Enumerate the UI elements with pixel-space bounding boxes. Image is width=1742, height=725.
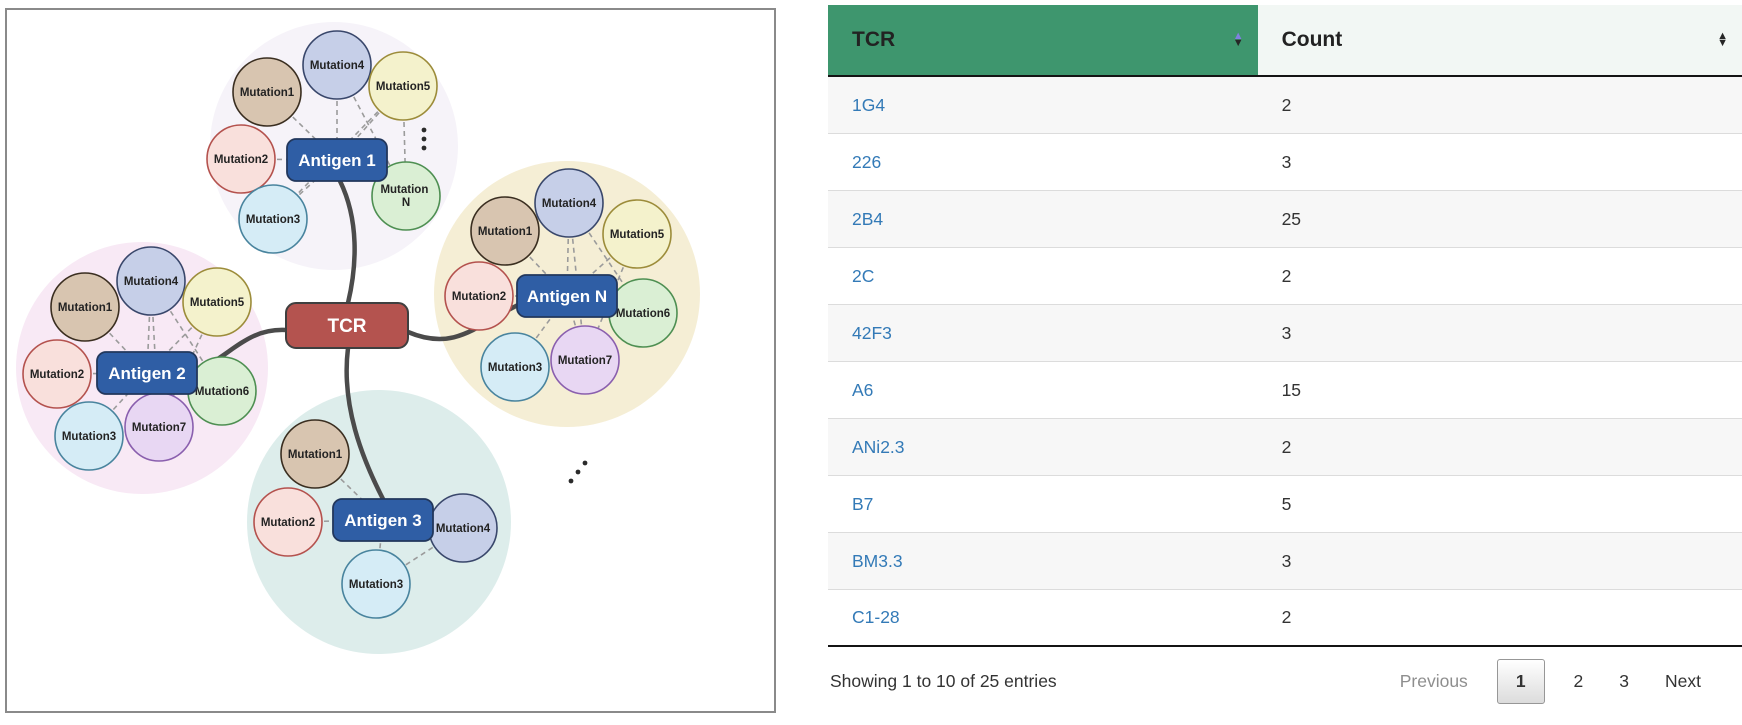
tcr-node-group: TCR (286, 303, 408, 348)
previous-page-button[interactable]: Previous (1385, 659, 1483, 704)
count-cell: 2 (1258, 266, 1742, 287)
count-cell: 25 (1258, 209, 1742, 230)
tcr-link[interactable]: A6 (852, 380, 873, 400)
count-cell: 2 (1258, 95, 1742, 116)
diagram-frame: Mutation1 Mutation4 Mutation5 Mutation2 … (5, 8, 776, 713)
table-row: 1G4 2 (828, 77, 1742, 134)
table-row: ANi2.3 2 (828, 419, 1742, 476)
page-3-button[interactable]: 3 (1604, 659, 1644, 704)
mutation-label: Mutation6 (616, 308, 670, 320)
tcr-network-diagram: Mutation1 Mutation4 Mutation5 Mutation2 … (7, 10, 774, 711)
sort-asc-icon: ▲ ▼ (1233, 33, 1244, 47)
tcr-link[interactable]: 2B4 (852, 209, 883, 229)
mutation-label: Mutation3 (488, 362, 542, 374)
antigen-label: Antigen 2 (108, 364, 185, 383)
table-row: 42F3 3 (828, 305, 1742, 362)
mutation-label: Mutation4 (436, 523, 491, 535)
table-info: Showing 1 to 10 of 25 entries (828, 671, 1057, 692)
diagonal-ellipsis-icon (569, 461, 588, 484)
vertical-ellipsis-icon (422, 128, 427, 151)
tcr-link[interactable]: B7 (852, 494, 873, 514)
page-2-button[interactable]: 2 (1559, 659, 1599, 704)
table-header: TCR ▲ ▼ Count ▲ ▼ (828, 5, 1742, 77)
table-row: 2C 2 (828, 248, 1742, 305)
tcr-count-table: TCR ▲ ▼ Count ▲ ▼ 1G4 2 226 3 2B4 25 (828, 5, 1742, 704)
column-header-tcr[interactable]: TCR ▲ ▼ (828, 5, 1258, 75)
antigen-label: Antigen 1 (298, 151, 375, 170)
column-header-tcr-label: TCR (852, 28, 895, 51)
column-header-count[interactable]: Count ▲ ▼ (1258, 5, 1742, 75)
table-row: B7 5 (828, 476, 1742, 533)
antigen-label: Antigen 3 (344, 511, 421, 530)
mutation-label: Mutation2 (214, 154, 268, 166)
count-cell: 3 (1258, 323, 1742, 344)
mutation-label: Mutation1 (58, 302, 113, 314)
table-row: A6 15 (828, 362, 1742, 419)
mutation-label: Mutation1 (478, 226, 533, 238)
count-cell: 3 (1258, 152, 1742, 173)
mutation-label: Mutation2 (30, 369, 84, 381)
table-row: BM3.3 3 (828, 533, 1742, 590)
tcr-link[interactable]: BM3.3 (852, 551, 903, 571)
pagination: Previous 1 2 3 Next (1379, 659, 1742, 704)
mutation-label: Mutation2 (452, 291, 506, 303)
mutation-label: Mutation5 (376, 81, 431, 93)
sort-both-icon: ▲ ▼ (1717, 33, 1728, 47)
count-cell: 2 (1258, 437, 1742, 458)
mutation-label: Mutation3 (62, 431, 116, 443)
tcr-link[interactable]: ANi2.3 (852, 437, 905, 457)
count-cell: 5 (1258, 494, 1742, 515)
count-cell: 2 (1258, 607, 1742, 628)
table-body: 1G4 2 226 3 2B4 25 2C 2 42F3 3 A6 15 ANi… (828, 77, 1742, 647)
tcr-link[interactable]: 42F3 (852, 323, 892, 343)
count-cell: 15 (1258, 380, 1742, 401)
mutation-label: Mutation6 (195, 386, 249, 398)
tcr-link[interactable]: 1G4 (852, 95, 885, 115)
table-row: 2B4 25 (828, 191, 1742, 248)
mutation-label: Mutation1 (240, 87, 295, 99)
tcr-label: TCR (327, 316, 366, 337)
mutation-label: Mutation3 (246, 214, 300, 226)
table-row: 226 3 (828, 134, 1742, 191)
count-cell: 3 (1258, 551, 1742, 572)
mutation-label: Mutation5 (190, 297, 245, 309)
mutation-label: Mutation4 (124, 276, 179, 288)
tcr-link[interactable]: 2C (852, 266, 874, 286)
mutation-label: Mutation7 (558, 355, 612, 367)
next-page-button[interactable]: Next (1650, 659, 1716, 704)
table-row: C1-28 2 (828, 590, 1742, 647)
table-footer: Showing 1 to 10 of 25 entries Previous 1… (828, 659, 1742, 704)
page-1-button[interactable]: 1 (1497, 659, 1545, 704)
antigen-label: Antigen N (527, 287, 607, 306)
mutation-label: Mutation1 (288, 449, 343, 461)
tcr-link[interactable]: C1-28 (852, 607, 900, 627)
tcr-link[interactable]: 226 (852, 152, 881, 172)
mutation-label: Mutation2 (261, 517, 315, 529)
mutation-label: Mutation5 (610, 229, 665, 241)
mutation-label: Mutation4 (542, 198, 597, 210)
mutation-label: Mutation7 (132, 422, 186, 434)
mutation-label: Mutation3 (349, 579, 403, 591)
column-header-count-label: Count (1282, 28, 1343, 51)
mutation-label: Mutation4 (310, 60, 365, 72)
